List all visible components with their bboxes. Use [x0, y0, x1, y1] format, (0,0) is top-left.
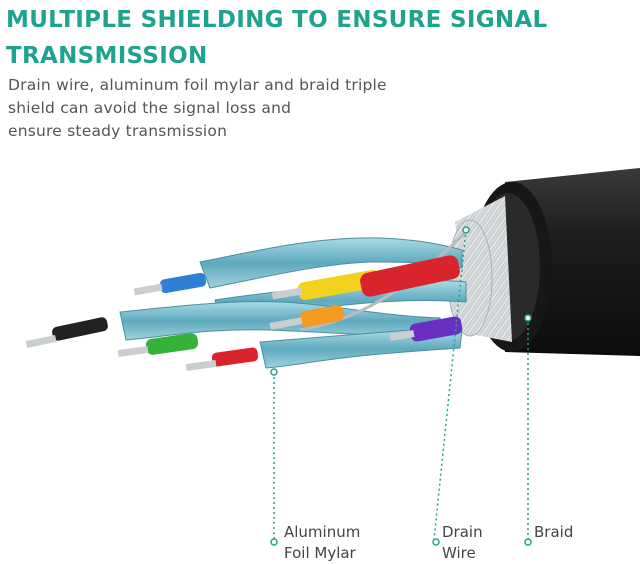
description-line-2: shield can avoid the signal loss and — [8, 99, 292, 117]
wire-blue — [133, 272, 207, 296]
wire-green — [117, 333, 199, 358]
headline-line-1: MULTIPLE SHIELDING TO ENSURE SIGNAL — [6, 7, 548, 33]
headline: MULTIPLE SHIELDING TO ENSURE SIGNAL TRAN… — [6, 2, 634, 74]
wire-black — [25, 317, 108, 349]
wire-orange — [269, 305, 345, 330]
callout-braid-line-1: Braid — [534, 523, 574, 541]
cable-illustration — [25, 168, 640, 546]
description-line-3: ensure steady transmission — [8, 122, 228, 140]
callout-drain-line-2: Wire — [442, 544, 476, 562]
callout-drain-line-1: Drain — [442, 523, 483, 541]
description: Drain wire, aluminum foil mylar and brai… — [8, 74, 428, 143]
callout-aluminum-line-2: Foil Mylar — [284, 544, 356, 562]
wire-yellow — [271, 269, 380, 301]
callout-aluminum-line-1: Aluminum — [284, 523, 361, 541]
description-line-1: Drain wire, aluminum foil mylar and brai… — [8, 76, 387, 94]
callout-drain-wire: Drain Wire — [442, 522, 483, 564]
headline-line-2: TRANSMISSION — [6, 43, 208, 69]
callout-aluminum-foil-mylar: Aluminum Foil Mylar — [284, 522, 360, 564]
wire-red-large — [360, 255, 460, 297]
callout-dots — [270, 226, 532, 546]
drain-wire — [299, 226, 472, 332]
callout-braid: Braid — [534, 522, 573, 543]
wire-red-small — [185, 347, 259, 372]
callout-lines — [273, 229, 529, 541]
wire-purple — [389, 316, 463, 342]
